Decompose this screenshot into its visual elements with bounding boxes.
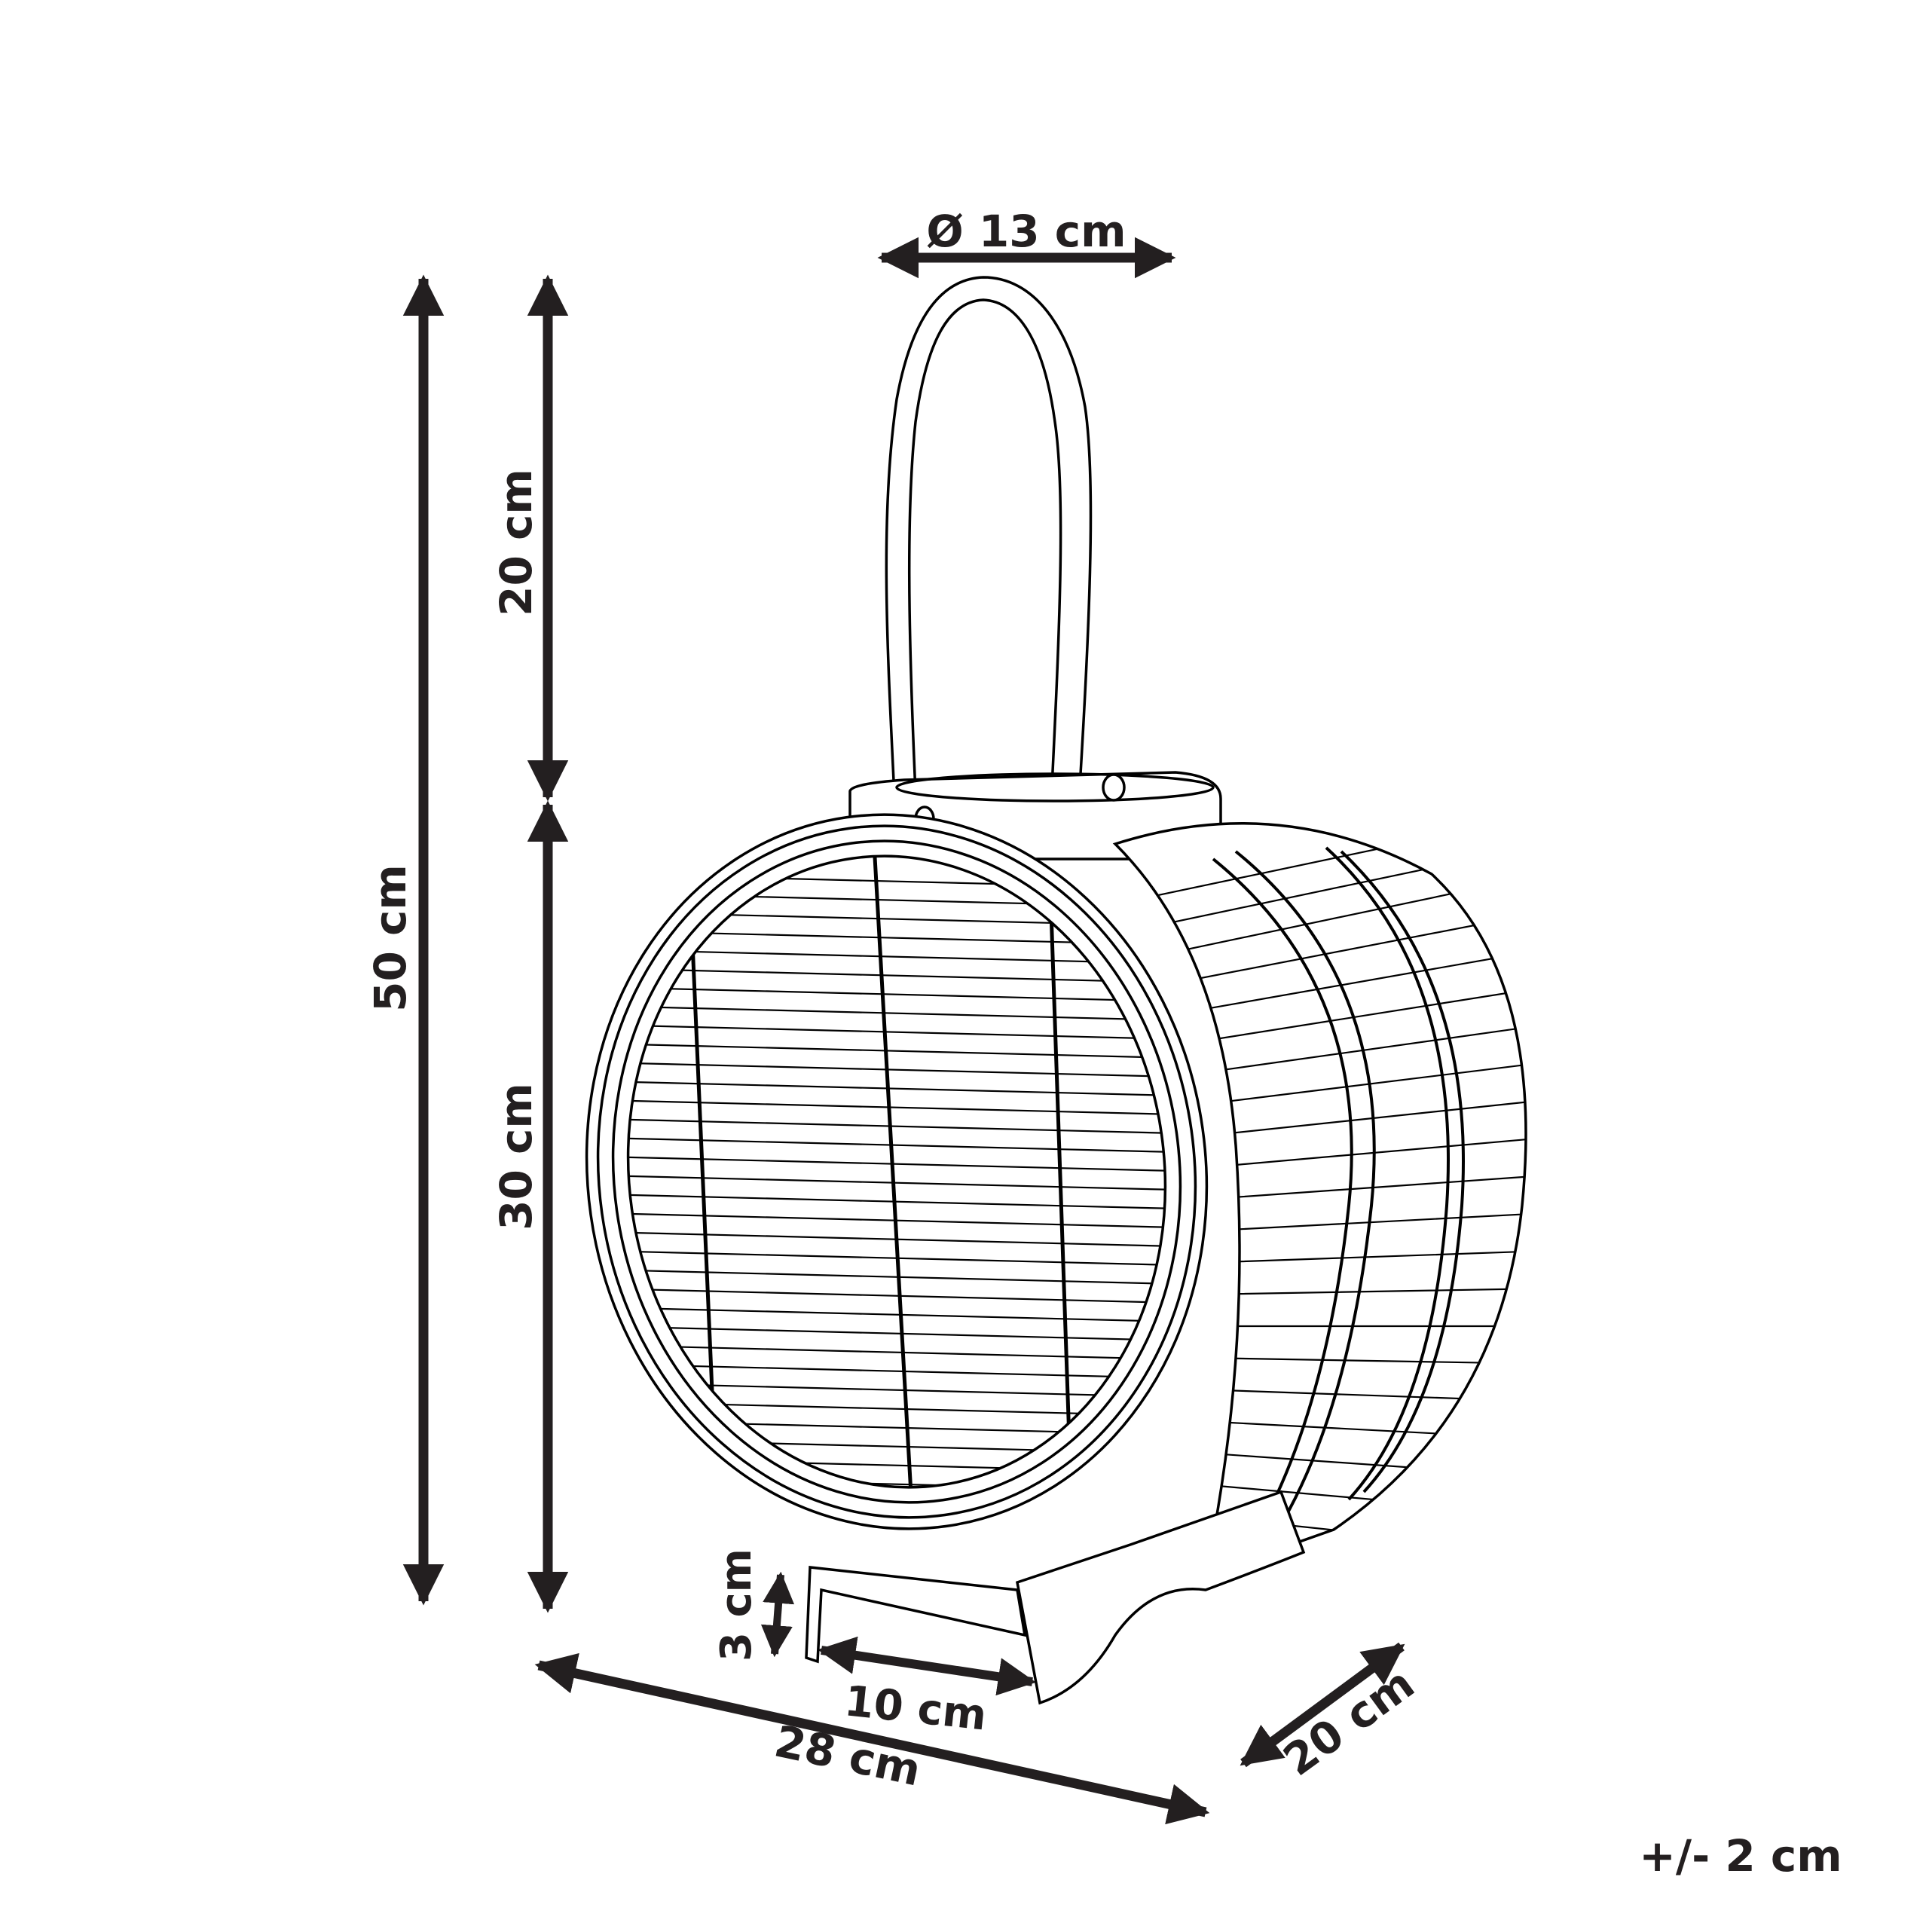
label-total-height: 50 cm (365, 864, 416, 1012)
tolerance-note: +/- 2 cm (1639, 1830, 1842, 1882)
dimension-arrows (402, 237, 1405, 1825)
handle (885, 276, 1093, 845)
arrow-width (534, 1652, 1210, 1825)
side-body (1112, 822, 1527, 1577)
label-handle-height: 20 cm (491, 469, 542, 616)
label-handle-diameter: Ø 13 cm (926, 206, 1127, 257)
label-foot-height: 3 cm (712, 1548, 761, 1662)
arrow-depth (1240, 1642, 1405, 1768)
front-slats (602, 843, 1206, 1508)
foot-left (805, 1566, 1027, 1664)
arrow-foot-height (760, 1571, 795, 1658)
foot-right (1015, 1490, 1306, 1705)
lantern (585, 276, 1527, 1705)
label-body-height: 30 cm (491, 1083, 542, 1230)
